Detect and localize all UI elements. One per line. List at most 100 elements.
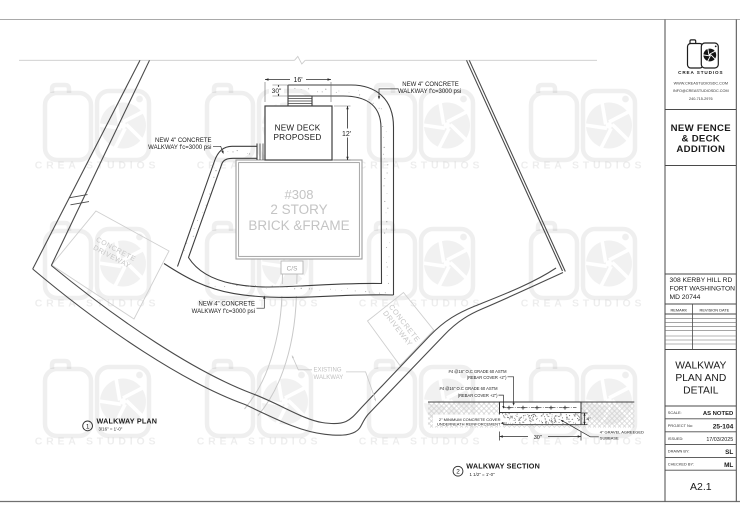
address-line1: 308 KERBY HILL RD (670, 277, 733, 284)
deck-label-line1: NEW DECK (275, 124, 321, 133)
gravel-speckle (500, 412, 580, 425)
section-dim-gravel-text: 4" (587, 417, 592, 423)
project-title: NEW FENCE & DECK ADDITION (671, 123, 732, 155)
dim-walkway-width: 30" (269, 84, 289, 97)
walkway-note-left-line2: WALKWAY f'c=3000 psi (148, 145, 211, 151)
svg-text:CREA STUDIOS: CREA STUDIOS (197, 436, 322, 448)
concrete-slab (499, 401, 582, 414)
row-label-scale: SCALE: (668, 410, 682, 415)
remark-header: REMARK (670, 308, 687, 313)
project-address: 308 KERBY HILL RD FORT WASHINGTON MD 207… (670, 277, 736, 301)
property-boundary-west (32, 60, 150, 270)
deck: NEW DECK PROPOSED (264, 105, 333, 161)
existing-walkway (244, 273, 298, 416)
road-curves (32, 265, 564, 436)
project-title-line1: NEW FENCE (671, 123, 732, 134)
house-label-line2: 2 STORY (270, 202, 327, 217)
drawing-title: WALKWAY PLAN AND DETAIL (675, 361, 726, 397)
rebar-top-line1: #4 @18" O.C GRADE 60 ASTM (449, 369, 508, 374)
company-phone: 240-715-2976 (689, 97, 713, 101)
property-line-top (19, 55, 597, 65)
walkway-note-top-line1: NEW 4" CONCRETE (402, 82, 458, 88)
walkway-note-bottom: NEW 4" CONCRETE WALKWAY f'c=3000 psi (192, 295, 266, 315)
deck-outline (264, 105, 333, 161)
gravel-note-line2: SUBBASE (600, 435, 619, 440)
cover-note: 2" MINIMUM CONCRETE COVER UNDERNEATH REI… (433, 414, 505, 427)
rebar (503, 405, 578, 410)
project-title-line3: ADDITION (676, 144, 725, 155)
svg-text:CREA STUDIOS: CREA STUDIOS (197, 298, 322, 310)
dim-deck-width-text: 16' (293, 77, 302, 84)
section-dim-width: 30" (499, 431, 582, 441)
drawing-title-line2: PLAN AND (675, 373, 726, 384)
cs-box-outline (280, 260, 304, 275)
house-outline (235, 159, 363, 260)
gravel-note: 4" GRAVEL AGREEGED SUBBASE (560, 419, 644, 440)
svg-text:CREA STUDIOS: CREA STUDIOS (35, 160, 160, 172)
address-line3: MD 20744 (670, 294, 701, 301)
walkway-note-left: NEW 4" CONCRETE WALKWAY f'c=3000 psi (148, 138, 224, 154)
logo-text: CREA STUDIOS (678, 70, 723, 75)
cover-note-line2: UNDERNEATH REINFORCEMENT (437, 422, 501, 427)
revision-header: REVISION DATE (700, 308, 730, 313)
row-label-drawn: DRAWN BY: (668, 449, 690, 454)
cover-note-line1: 2" MINIMUM CONCRETE COVER (439, 417, 501, 422)
company-logo: CREA STUDIOS WWW.CREASTUDIOSDC.COM INFO@… (673, 39, 729, 101)
deck-label-line2: PROPOSED (273, 133, 321, 142)
svg-text:CREA STUDIOS: CREA STUDIOS (359, 160, 484, 172)
company-website: WWW.CREASTUDIOSDC.COM (674, 82, 728, 86)
new-walkway (163, 84, 395, 299)
title-block-dividers (665, 109, 737, 471)
existing-walkway-label: EXISTING WALKWAY (291, 355, 376, 402)
sheet-borders (0, 19, 740, 503)
drawing-title-line3: DETAIL (683, 386, 719, 397)
cs-box: C/S (280, 260, 304, 275)
svg-text:CREA STUDIOS: CREA STUDIOS (521, 298, 646, 310)
existing-walkway-line1: EXISTING (314, 367, 342, 373)
revision-table-rows (665, 304, 737, 350)
cs-label: C/S (287, 265, 298, 272)
dim-deck-width: 16' (264, 77, 332, 102)
dim-deck-depth-text: 12' (342, 131, 351, 138)
section-title-text: WALKWAY SECTION (466, 462, 540, 471)
property-boundary-east (465, 60, 566, 272)
plan-scale: 3/16" = 1'-0" (99, 427, 123, 432)
rebar-note-top: #4 @18" O.C GRADE 60 ASTM (REBAR COVER +… (449, 369, 515, 406)
sheet-number: A2.1 (690, 481, 712, 493)
address-line2: FORT WASHINGTON (670, 285, 736, 292)
walkway-note-top-line2: WALKWAY f'c=3000 psi (398, 89, 461, 95)
svg-text:CREA STUDIOS: CREA STUDIOS (35, 436, 160, 448)
rebar-note-bottom: #4 @16" O.C GRADE 60 ASTM (REBAR COVER +… (440, 386, 505, 409)
section-number: 2 (456, 469, 460, 476)
dim-walkway-width-text: 30" (272, 88, 282, 95)
svg-text:CREA STUDIOS: CREA STUDIOS (521, 160, 646, 172)
house-inner-outline (238, 162, 360, 257)
walkway-note-bottom-line1: NEW 4" CONCRETE (199, 302, 255, 308)
row-value-checked: ML (724, 462, 733, 469)
section-dim-width-text: 30" (534, 435, 542, 441)
drawing-title-line1: WALKWAY (675, 361, 726, 372)
rebar-bottom-line1: #4 @16" O.C GRADE 60 ASTM (440, 386, 499, 391)
rebar-bottom-line2: (REBAR COVER +2") (458, 393, 498, 398)
house-label-line3: BRICK &FRAME (248, 218, 349, 233)
plan-number: 1 (86, 423, 90, 430)
row-label-checked: CHECKED BY: (668, 461, 694, 466)
walkway-stipple (184, 87, 390, 294)
section-dim-gravel: 4" (581, 412, 592, 426)
svg-text:CREA STUDIOS: CREA STUDIOS (359, 436, 484, 448)
title-block-frame (664, 19, 737, 502)
info-rows: SCALE: AS NOTED PROJECT No: 25-104 ISSUE… (668, 410, 734, 469)
project-title-line2: & DECK (682, 133, 721, 144)
plan-title: 1 WALKWAY PLAN 3/16" = 1'-0" (82, 416, 157, 432)
row-value-scale: AS NOTED (703, 411, 733, 417)
gravel-note-line1: 4" GRAVEL AGREEGED (600, 430, 644, 435)
house-label-line1: #308 (285, 187, 314, 202)
section-title: 2 WALKWAY SECTION 1 1/2" = 1'-0" (452, 462, 540, 477)
row-value-drawn: SL (725, 449, 733, 456)
row-value-project: 25-104 (713, 424, 734, 431)
section-scale: 1 1/2" = 1'-0" (470, 472, 496, 477)
svg-text:CREA STUDIOS: CREA STUDIOS (359, 298, 484, 310)
row-label-project: PROJECT No: (668, 423, 693, 428)
